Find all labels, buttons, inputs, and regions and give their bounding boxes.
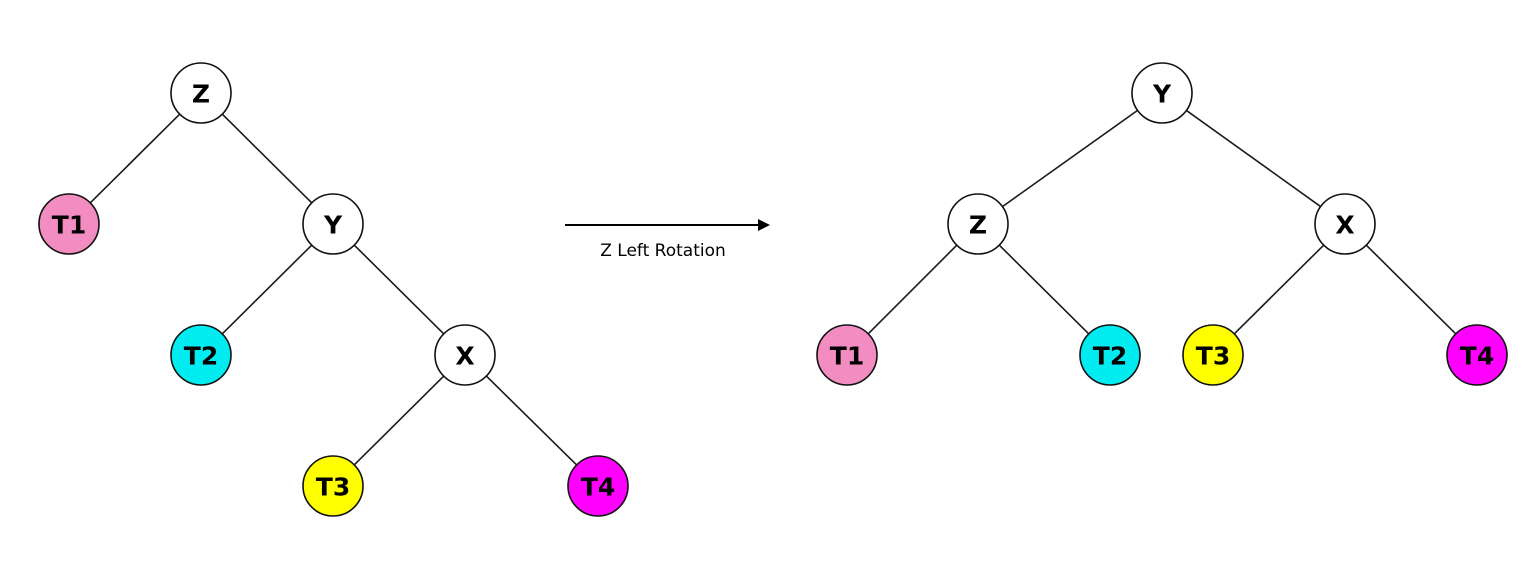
edge-z-t2 (998, 244, 1090, 335)
node-label: T1 (52, 211, 86, 240)
node-circle (816, 324, 878, 386)
subtree-t3: T3 (302, 455, 364, 517)
edge-x-t4 (1365, 244, 1457, 335)
subtree-t1: T1 (38, 193, 100, 255)
node-circle (1182, 324, 1244, 386)
node-circle (302, 193, 364, 255)
subtree-t3: T3 (1182, 324, 1244, 386)
node-circle (170, 62, 232, 124)
node-circle (302, 455, 364, 517)
tree-before-rotation: Z T1 Y T2 X T3 T4 (38, 62, 629, 517)
edge-y-x (353, 244, 445, 335)
node-label: T2 (1093, 342, 1127, 371)
subtree-t2: T2 (1079, 324, 1141, 386)
edge-y-z (1001, 109, 1139, 208)
node-label: T1 (830, 342, 864, 371)
node-label: Y (323, 211, 343, 240)
node-circle (1314, 193, 1376, 255)
tree-after-rotation: Y Z X T1 T2 T3 T4 (816, 62, 1508, 386)
edge-x-t3 (1233, 244, 1325, 335)
node-circle (170, 324, 232, 386)
node-label: T2 (184, 342, 218, 371)
rotation-operation: Z Left Rotation (565, 219, 770, 261)
rotation-label: Z Left Rotation (600, 241, 726, 261)
node-label: T4 (581, 473, 615, 502)
node-label: X (1335, 211, 1354, 240)
node-label: X (455, 342, 474, 371)
node-circle (567, 455, 629, 517)
node-y: Y (1131, 62, 1193, 124)
node-label: Z (192, 80, 210, 109)
node-z: Z (947, 193, 1009, 255)
node-circle (1131, 62, 1193, 124)
edge-z-t1 (867, 244, 958, 335)
node-circle (947, 193, 1009, 255)
subtree-t1: T1 (816, 324, 878, 386)
node-circle (1079, 324, 1141, 386)
subtree-t2: T2 (170, 324, 232, 386)
edge-z-t1 (89, 113, 181, 204)
node-label: T3 (316, 473, 350, 502)
edge-z-y (221, 113, 313, 204)
node-z: Z (170, 62, 232, 124)
subtree-t4: T4 (567, 455, 629, 517)
edge-x-t4 (485, 375, 578, 466)
node-circle (434, 324, 496, 386)
node-x: X (434, 324, 496, 386)
node-y: Y (302, 193, 364, 255)
node-label: T4 (1460, 342, 1494, 371)
node-label: Y (1152, 80, 1172, 109)
node-label: Z (969, 211, 987, 240)
node-x: X (1314, 193, 1376, 255)
node-label: T3 (1196, 342, 1230, 371)
edge-y-t2 (221, 244, 313, 335)
subtree-t4: T4 (1446, 324, 1508, 386)
node-circle (38, 193, 100, 255)
edge-x-t3 (353, 375, 445, 466)
edge-y-x (1185, 109, 1322, 208)
node-circle (1446, 324, 1508, 386)
